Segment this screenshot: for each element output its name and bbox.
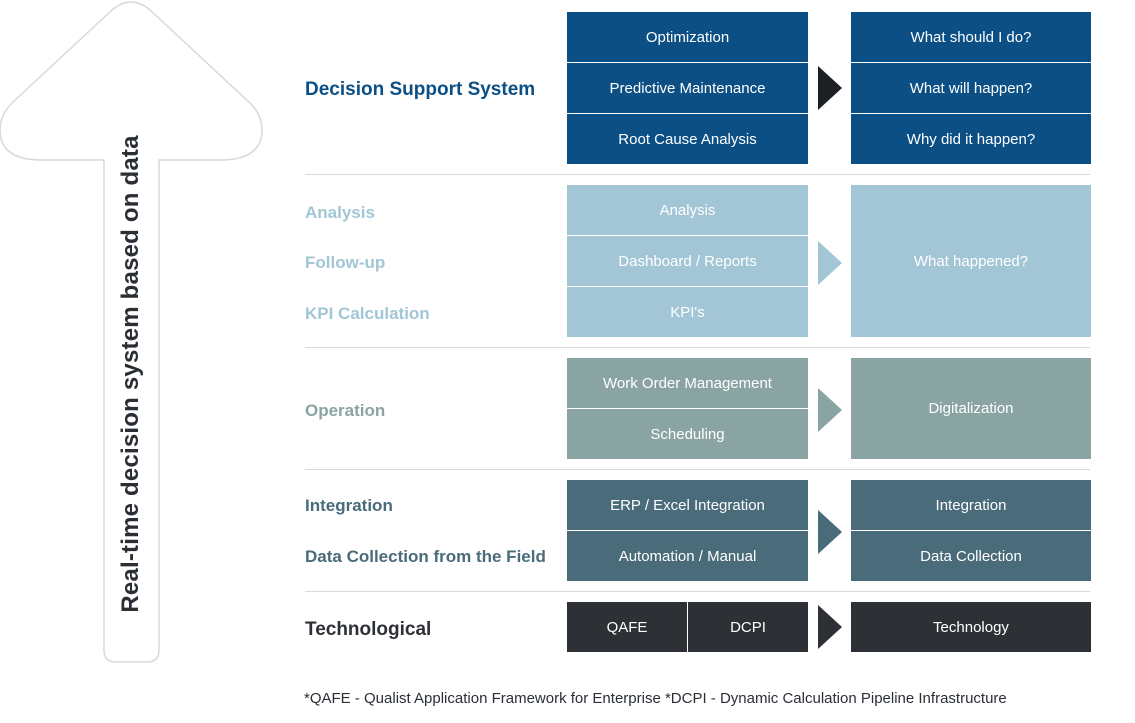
layer-label-follow-up: Follow-up — [305, 253, 386, 272]
box-dcpi: DCPI — [688, 602, 808, 652]
layer-label-kpi-calculation: KPI Calculation — [305, 304, 430, 323]
box-technology: Technology — [851, 602, 1091, 652]
layer-label-decision-support-system: Decision Support System — [305, 79, 536, 100]
box-what-happened: What happened? — [851, 185, 1091, 337]
box-data-collection: Data Collection — [851, 531, 1091, 581]
box-analysis: Analysis — [567, 185, 808, 235]
layer-label-operation: Operation — [305, 401, 386, 420]
arrow-right-icon — [818, 388, 842, 432]
layer-label-analysis: Analysis — [305, 203, 375, 222]
separator — [305, 469, 1090, 470]
box-kpis: KPI's — [567, 287, 808, 337]
up-arrow-icon — [0, 1, 263, 663]
box-optimization: Optimization — [567, 12, 808, 62]
box-why-did-it-happen: Why did it happen? — [851, 114, 1091, 164]
layer-label-technological: Technological — [305, 619, 432, 640]
box-automation-manual: Automation / Manual — [567, 531, 808, 581]
separator — [305, 174, 1090, 175]
box-integration: Integration — [851, 480, 1091, 530]
box-what-should-i-do: What should I do? — [851, 12, 1091, 62]
box-what-will-happen: What will happen? — [851, 63, 1091, 113]
arrow-right-icon — [818, 510, 842, 554]
separator — [305, 591, 1090, 592]
separator — [305, 347, 1090, 348]
footnote: *QAFE - Qualist Application Framework fo… — [304, 690, 1007, 707]
box-work-order-management: Work Order Management — [567, 358, 808, 408]
arrow-right-icon — [818, 605, 842, 649]
box-root-cause-analysis: Root Cause Analysis — [567, 114, 808, 164]
layer-label-data-collection: Data Collection from the Field — [305, 547, 546, 566]
box-digitalization: Digitalization — [851, 358, 1091, 459]
layer-label-integration: Integration — [305, 496, 393, 515]
box-predictive-maintenance: Predictive Maintenance — [567, 63, 808, 113]
side-arrow-text: Real-time decision system based on data — [117, 135, 144, 613]
arrow-right-icon — [818, 66, 842, 110]
box-erp-excel-integration: ERP / Excel Integration — [567, 480, 808, 530]
box-scheduling: Scheduling — [567, 409, 808, 459]
arrow-right-icon — [818, 241, 842, 285]
box-dashboard-reports: Dashboard / Reports — [567, 236, 808, 286]
box-qafe: QAFE — [567, 602, 687, 652]
